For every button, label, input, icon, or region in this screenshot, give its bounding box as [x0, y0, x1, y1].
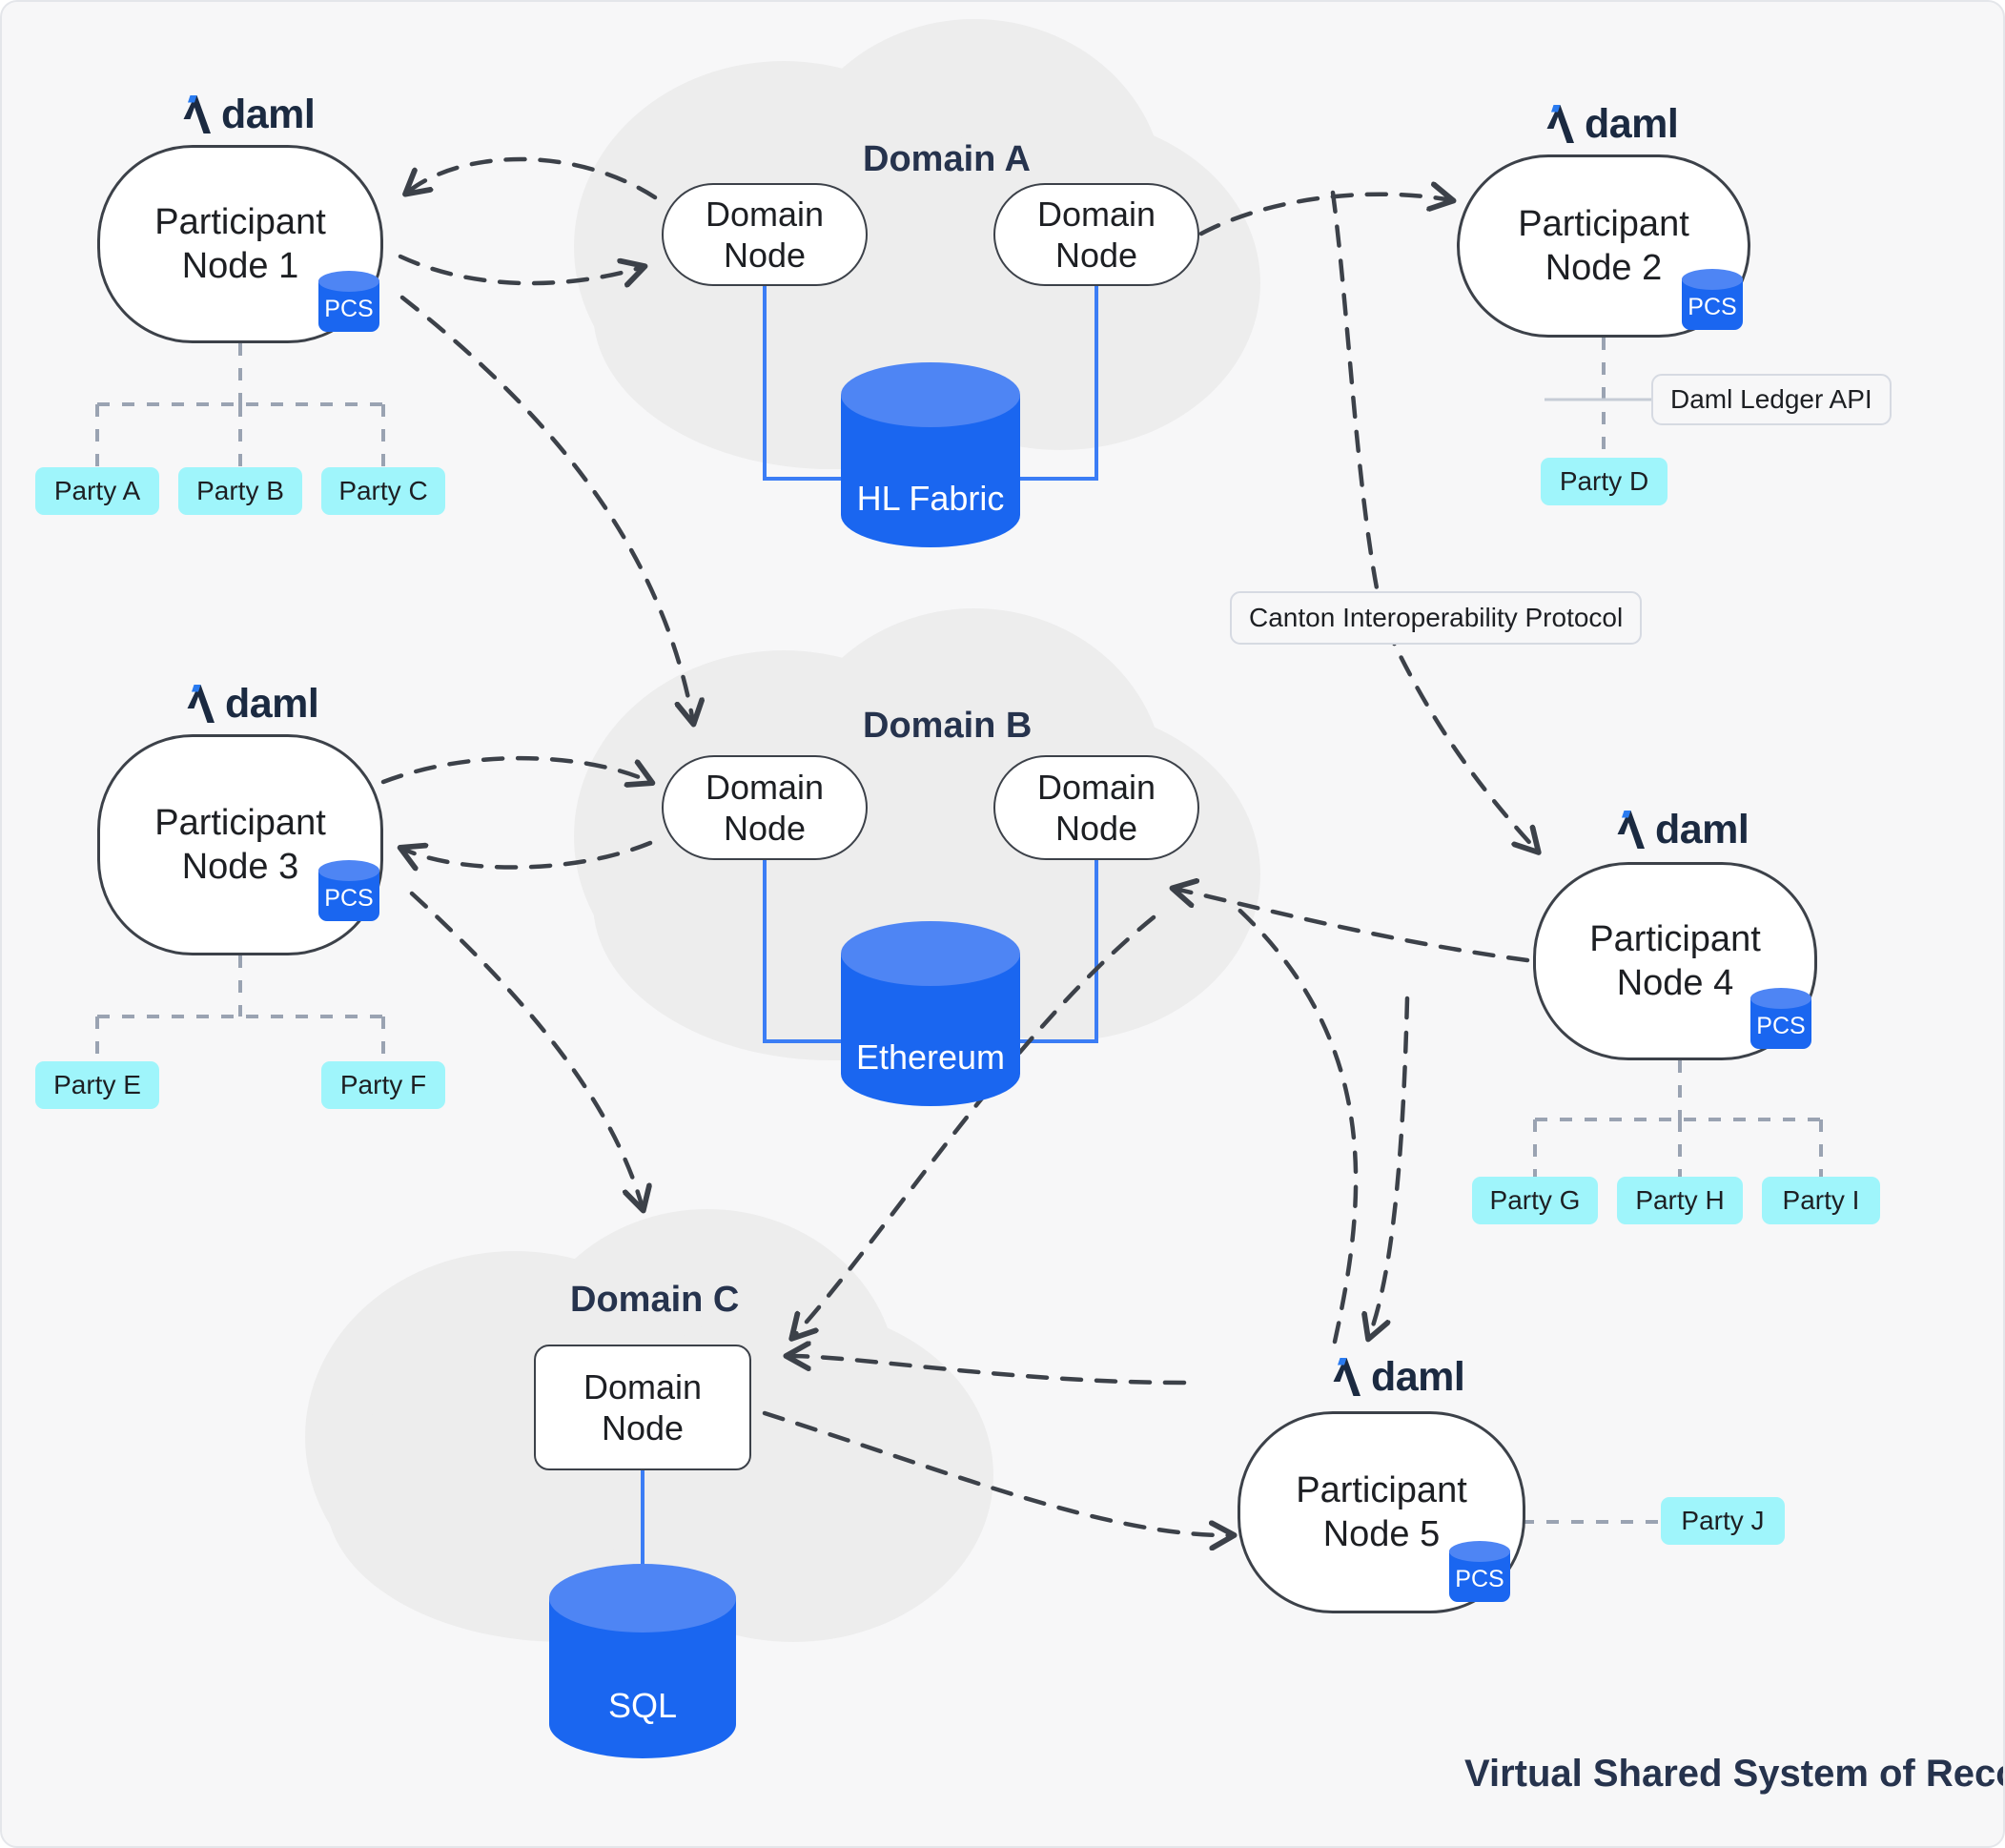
daml-wordmark-pn2: daml: [1585, 100, 1679, 147]
daml-logo-pn1: daml: [179, 91, 316, 137]
canton-link-group: [380, 156, 1537, 1535]
link-pn1-to-domA: [398, 254, 643, 283]
link-domB-to-pn3: [402, 840, 653, 868]
sql-db-label: SQL: [607, 1686, 678, 1725]
pcs-store-pn1[interactable]: PCS: [318, 271, 379, 332]
link-pn4-to-domB: [1175, 889, 1530, 963]
party-chip-b[interactable]: Party B: [178, 467, 302, 515]
pcs-store-pn2-label: PCS: [1688, 294, 1737, 320]
ethereum-database[interactable]: Ethereum: [841, 921, 1020, 1125]
party-tree-pn3: [95, 955, 385, 1076]
party-chip-f[interactable]: Party F: [321, 1061, 445, 1109]
daml-logo-pn3: daml: [183, 680, 319, 727]
link-domA-to-pn2: [1198, 195, 1451, 236]
link-domC-to-pn5: [762, 1410, 1232, 1535]
daml-lambda-icon: [1333, 1358, 1361, 1396]
link-pn3-to-domC: [409, 891, 643, 1208]
daml-wordmark-pn5: daml: [1371, 1353, 1465, 1400]
sql-database[interactable]: SQL: [549, 1564, 736, 1776]
link-pn3-to-domB: [380, 755, 650, 782]
party-tree-pn1: [95, 343, 385, 467]
ethereum-db-label: Ethereum: [855, 1037, 1006, 1077]
daml-lambda-icon: [187, 685, 215, 723]
hl-fabric-db-label: HL Fabric: [856, 479, 1005, 518]
pcs-store-pn4-label: PCS: [1756, 1013, 1806, 1039]
ledger-link-group-a: [763, 272, 1098, 481]
daml-lambda-icon: [1617, 811, 1645, 849]
domain-c-title: Domain C: [570, 1280, 740, 1320]
pcs-store-pn5-cap: [1449, 1541, 1510, 1562]
hl-fabric-database[interactable]: HL Fabric: [841, 362, 1020, 566]
daml-wordmark-pn1: daml: [221, 91, 316, 137]
daml-logo-pn2: daml: [1543, 100, 1679, 147]
party-tree-pn4: [1533, 1060, 1823, 1177]
daml-ledger-api-label: Daml Ledger API: [1651, 374, 1892, 425]
pcs-store-pn2-cap: [1682, 269, 1743, 290]
pcs-store-pn3-cap: [318, 860, 379, 881]
link-pn4-to-pn5: [1369, 996, 1410, 1337]
party-chip-e[interactable]: Party E: [35, 1061, 159, 1109]
ledger-link-b-left: [763, 860, 841, 1043]
pcs-store-pn3[interactable]: PCS: [318, 860, 379, 921]
link-pn5-to-domC: [788, 1356, 1187, 1386]
party-chip-c[interactable]: Party C: [321, 467, 445, 515]
link-domB-to-domC: [793, 914, 1156, 1337]
footer-title: Virtual Shared System of Record: [1464, 1753, 2005, 1795]
sql-db-top: [549, 1564, 736, 1632]
pcs-store-pn2[interactable]: PCS: [1682, 269, 1743, 330]
pcs-store-pn1-label: PCS: [324, 296, 374, 322]
link-interop-to-pn4: [1383, 624, 1537, 851]
link-pn1-to-domB: [399, 295, 693, 722]
party-tree-group: [95, 338, 1823, 1524]
pcs-store-pn5-label: PCS: [1455, 1566, 1504, 1592]
party-chip-i[interactable]: Party I: [1762, 1177, 1880, 1224]
pcs-store-pn1-cap: [318, 271, 379, 292]
pcs-store-pn4[interactable]: PCS: [1750, 988, 1811, 1049]
canton-interop-label: Canton Interoperability Protocol: [1230, 591, 1643, 645]
daml-logo-pn5: daml: [1329, 1353, 1465, 1400]
party-chip-h[interactable]: Party H: [1617, 1177, 1743, 1224]
link-pn2-interop-upper: [1330, 190, 1381, 596]
party-chip-d[interactable]: Party D: [1541, 458, 1667, 505]
link-domA-to-pn1: [407, 156, 658, 200]
pcs-store-pn4-cap: [1750, 988, 1811, 1009]
link-pn5-to-domB: [1229, 900, 1359, 1345]
ethereum-db-top: [841, 921, 1020, 986]
daml-logo-pn4: daml: [1613, 809, 1749, 851]
pcs-store-pn5[interactable]: PCS: [1449, 1541, 1510, 1602]
daml-lambda-icon: [1546, 105, 1574, 143]
daml-wordmark-pn4: daml: [1655, 806, 1749, 852]
ledger-link-a-right: [1020, 272, 1098, 481]
ledger-link-a-left: [763, 272, 841, 481]
party-chip-a[interactable]: Party A: [35, 467, 159, 515]
ledger-link-group-b: [763, 860, 1098, 1043]
ledger-link-b-right: [1020, 860, 1098, 1043]
domain-b-title: Domain B: [863, 706, 1033, 746]
hl-fabric-db-top: [841, 362, 1020, 427]
domain-a-title: Domain A: [863, 139, 1031, 179]
party-chip-j[interactable]: Party J: [1661, 1497, 1785, 1545]
daml-lambda-icon: [183, 95, 211, 133]
daml-wordmark-pn3: daml: [225, 680, 319, 727]
party-chip-g[interactable]: Party G: [1472, 1177, 1598, 1224]
pcs-store-pn3-label: PCS: [324, 885, 374, 912]
